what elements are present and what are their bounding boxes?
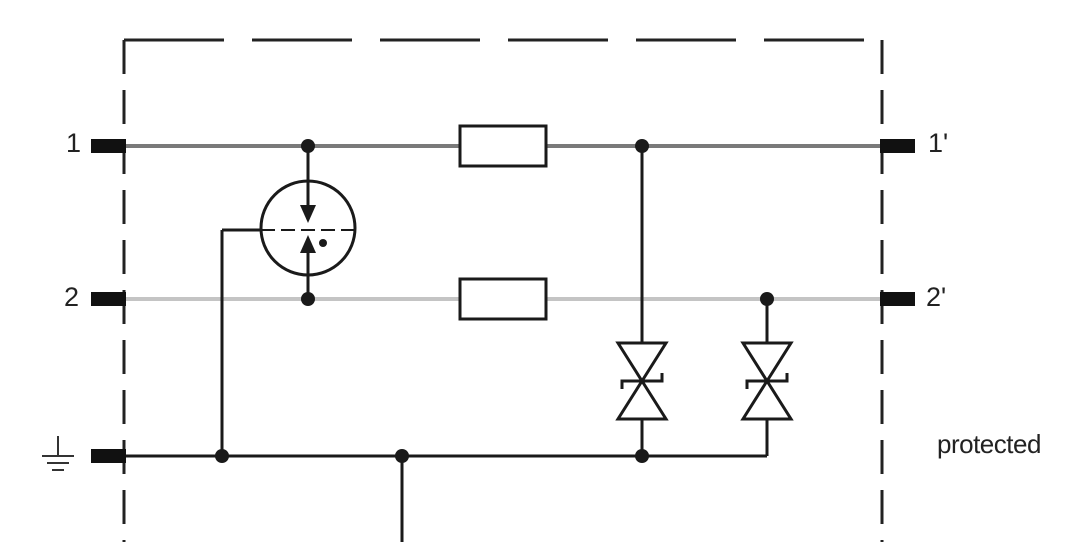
terminal-in-1 [91,139,126,153]
tvs-diode-2 [740,299,794,456]
ground-icon [42,436,74,471]
series-resistor-2 [458,277,548,321]
junction-dot [301,139,315,153]
protected-side-label: protected [937,429,1041,459]
terminal-out-2 [880,292,915,306]
junction-dot [395,449,409,463]
terminal-label-out-2: 2' [926,282,947,312]
gdt-electrode-top [300,205,316,223]
junction-dot [215,449,229,463]
tvs-1-upper-triangle [615,341,669,384]
gas-discharge-tube [220,146,357,456]
tvs-1-zener-bar [620,373,664,389]
junction-dot [301,292,315,306]
series-resistor-1 [458,124,548,168]
junction-dot [635,139,649,153]
tvs-1-lower-triangle [615,378,669,421]
junction-dot [635,449,649,463]
tvs-2-upper-triangle [740,341,794,384]
tvs-2-zener-bar [745,373,789,389]
terminal-in-2 [91,292,126,306]
terminal-ground [91,449,126,463]
ground-bus [124,454,767,542]
terminals [91,139,915,463]
terminal-label-in-1: 1 [66,128,82,158]
terminal-out-1 [880,139,915,153]
terminal-label-out-1: 1' [928,128,949,158]
gdt-gas-dot [319,239,327,247]
tvs-2-lower-triangle [740,378,794,421]
junction-dot [760,292,774,306]
gdt-electrode-bottom [300,235,316,253]
junctions [215,139,774,463]
terminal-label-in-2: 2 [64,282,80,312]
